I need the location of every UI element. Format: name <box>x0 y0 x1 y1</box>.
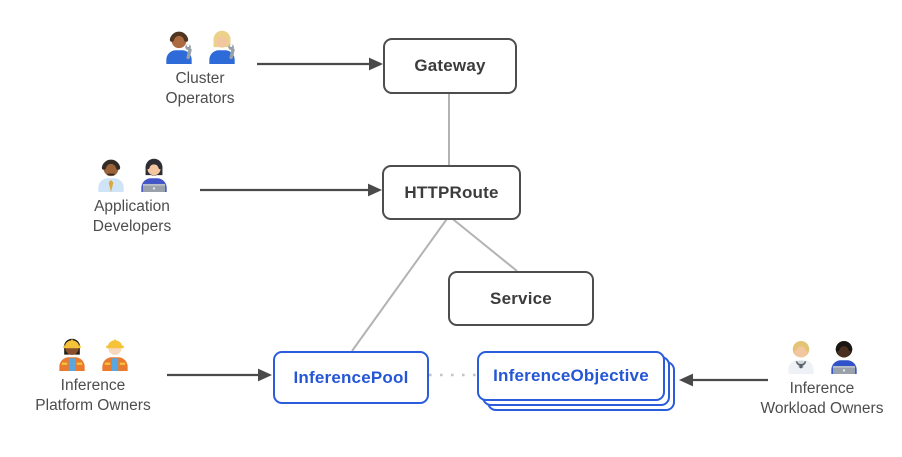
man-construction-worker-icon <box>96 333 134 371</box>
inference-platform-owners-label-line1: Inference <box>60 377 126 394</box>
woman-technologist-icon <box>135 154 173 192</box>
inference-platform-owners-label-line2: Platform Owners <box>35 396 151 414</box>
application-developers-label-line1: Application <box>94 198 170 215</box>
cluster-operators-icons <box>160 26 241 64</box>
persona-inference-platform-owners: Inference Platform Owners <box>8 333 178 416</box>
cluster-operators-label: Cluster Operators <box>166 69 235 109</box>
inference-platform-owners-label: Inference Platform Owners <box>35 376 150 416</box>
persona-application-developers: Application Developers <box>47 154 217 237</box>
node-service: Service <box>448 271 594 326</box>
application-developers-label: Application Developers <box>93 197 171 237</box>
cluster-operators-label-line1: Cluster <box>175 70 225 87</box>
node-gateway: Gateway <box>383 38 517 94</box>
man-office-worker-icon <box>92 154 130 192</box>
inference-workload-owners-label: Inference Workload Owners <box>761 379 884 419</box>
node-inferenceobjective-stack: InferenceObjective <box>477 351 677 413</box>
application-developers-icons <box>92 154 173 192</box>
edge-httproute-service <box>448 215 518 272</box>
woman-mechanic-icon <box>203 26 241 64</box>
node-httproute: HTTPRoute <box>382 165 521 220</box>
arrowhead-gateway <box>369 57 383 71</box>
application-developers-label-line2: Developers <box>92 217 172 235</box>
inference-platform-owners-icons <box>53 333 134 371</box>
inference-workload-owners-label-line1: Inference <box>789 380 855 397</box>
woman-construction-worker-icon <box>53 333 91 371</box>
node-inferenceobjective: InferenceObjective <box>477 351 665 401</box>
persona-cluster-operators: Cluster Operators <box>115 26 285 109</box>
edge-httproute-inferencepool <box>351 215 450 352</box>
inference-workload-owners-label-line2: Workload Owners <box>760 399 884 417</box>
man-technologist-icon <box>825 336 863 374</box>
arrowhead-httproute <box>368 183 382 197</box>
node-inferencepool: InferencePool <box>273 351 429 404</box>
health-worker-icon <box>782 336 820 374</box>
cluster-operators-label-line2: Operators <box>165 89 235 107</box>
persona-inference-workload-owners: Inference Workload Owners <box>737 336 902 419</box>
arrowhead-inferencepool <box>258 368 272 382</box>
man-mechanic-icon <box>160 26 198 64</box>
arrowhead-inferenceobjective <box>679 373 693 387</box>
inference-workload-owners-icons <box>782 336 863 374</box>
